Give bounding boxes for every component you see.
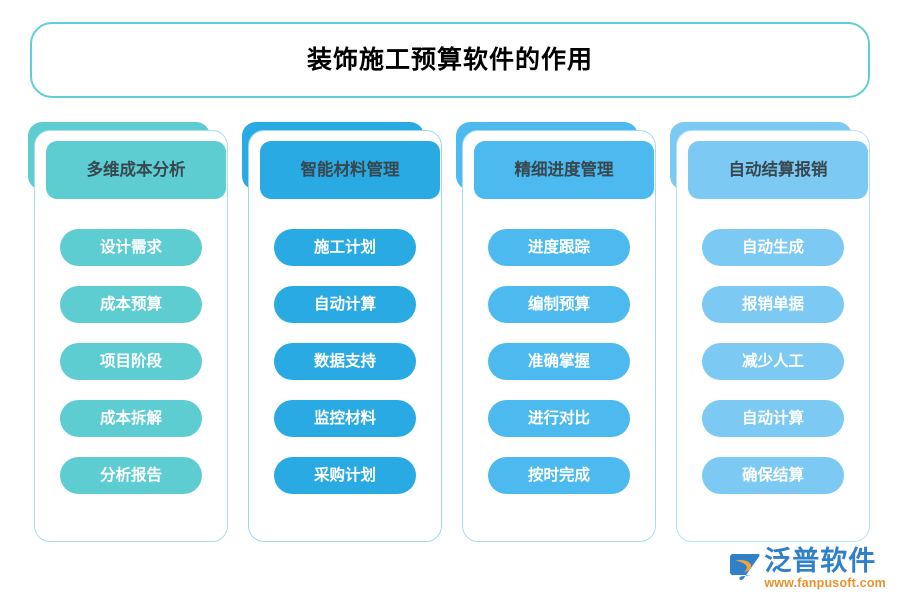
column-header[interactable]: 多维成本分析 [46, 141, 226, 199]
feature-item-pill[interactable]: 成本预算 [60, 286, 202, 323]
feature-item-pill[interactable]: 减少人工 [702, 343, 844, 380]
feature-column: 自动结算报销自动生成报销单据减少人工自动计算确保结算 [670, 122, 870, 542]
feature-item-pill[interactable]: 编制预算 [488, 286, 630, 323]
feature-item-label: 设计需求 [99, 238, 162, 256]
page-title: 装饰施工预算软件的作用 [306, 45, 593, 74]
column-header-label: 智能材料管理 [300, 160, 400, 179]
feature-item-pill[interactable]: 项目阶段 [60, 343, 202, 380]
feature-item-pill[interactable]: 自动计算 [274, 286, 416, 323]
feature-item-label: 监控材料 [313, 409, 376, 427]
feature-column: 智能材料管理施工计划自动计算数据支持监控材料采购计划 [242, 122, 442, 542]
feature-item-pill[interactable]: 分析报告 [60, 457, 202, 494]
feature-item-pill[interactable]: 确保结算 [702, 457, 844, 494]
feature-columns: 多维成本分析设计需求成本预算项目阶段成本拆解分析报告智能材料管理施工计划自动计算… [28, 122, 872, 542]
feature-item-label: 数据支持 [313, 352, 376, 370]
feature-item-label: 分析报告 [99, 466, 162, 484]
feature-item-pill[interactable]: 报销单据 [702, 286, 844, 323]
column-header-label: 多维成本分析 [86, 160, 186, 179]
logo-company-name: 泛普软件 [764, 546, 877, 577]
column-card: 多维成本分析设计需求成本预算项目阶段成本拆解分析报告 [34, 130, 228, 542]
feature-item-pill[interactable]: 进度跟踪 [488, 229, 630, 266]
feature-item-label: 确保结算 [741, 466, 804, 484]
column-header[interactable]: 自动结算报销 [688, 141, 868, 199]
feature-item-label: 进行对比 [527, 409, 590, 427]
brand-logo: 泛普软件 www.fanpusoft.com [727, 546, 886, 592]
column-item-list: 施工计划自动计算数据支持监控材料采购计划 [249, 229, 441, 494]
logo-text-block: 泛普软件 www.fanpusoft.com [764, 547, 886, 590]
column-header[interactable]: 精细进度管理 [474, 141, 654, 199]
feature-item-pill[interactable]: 成本拆解 [60, 400, 202, 437]
feature-item-label: 自动计算 [313, 295, 376, 313]
column-card: 智能材料管理施工计划自动计算数据支持监控材料采购计划 [248, 130, 442, 542]
logo-website-url: www.fanpusoft.com [764, 575, 886, 590]
feature-item-pill[interactable]: 自动计算 [702, 400, 844, 437]
feature-item-pill[interactable]: 准确掌握 [488, 343, 630, 380]
feature-item-label: 施工计划 [313, 238, 376, 256]
column-item-list: 进度跟踪编制预算准确掌握进行对比按时完成 [463, 229, 655, 494]
feature-item-label: 成本预算 [99, 295, 162, 313]
feature-item-label: 减少人工 [741, 352, 804, 370]
feature-item-pill[interactable]: 监控材料 [274, 400, 416, 437]
column-header-label: 精细进度管理 [514, 160, 614, 179]
feature-item-label: 自动生成 [741, 238, 804, 256]
feature-item-label: 采购计划 [313, 466, 376, 484]
feature-item-pill[interactable]: 进行对比 [488, 400, 630, 437]
feature-item-pill[interactable]: 数据支持 [274, 343, 416, 380]
column-card: 精细进度管理进度跟踪编制预算准确掌握进行对比按时完成 [462, 130, 656, 542]
feature-item-label: 准确掌握 [527, 352, 590, 370]
feature-item-label: 进度跟踪 [527, 238, 590, 256]
column-header-label: 自动结算报销 [728, 160, 828, 179]
feature-item-label: 项目阶段 [99, 352, 162, 370]
feature-column: 多维成本分析设计需求成本预算项目阶段成本拆解分析报告 [28, 122, 228, 542]
feature-item-label: 自动计算 [741, 409, 804, 427]
feature-item-pill[interactable]: 自动生成 [702, 229, 844, 266]
column-item-list: 设计需求成本预算项目阶段成本拆解分析报告 [35, 229, 227, 494]
column-card: 自动结算报销自动生成报销单据减少人工自动计算确保结算 [676, 130, 870, 542]
column-item-list: 自动生成报销单据减少人工自动计算确保结算 [677, 229, 869, 494]
feature-item-pill[interactable]: 按时完成 [488, 457, 630, 494]
feature-column: 精细进度管理进度跟踪编制预算准确掌握进行对比按时完成 [456, 122, 656, 542]
feature-item-label: 按时完成 [527, 466, 590, 484]
feature-item-pill[interactable]: 设计需求 [60, 229, 202, 266]
feature-item-pill[interactable]: 采购计划 [274, 457, 416, 494]
feature-item-label: 成本拆解 [99, 409, 162, 427]
feature-item-label: 报销单据 [741, 295, 804, 313]
feature-item-label: 编制预算 [527, 295, 590, 313]
column-header[interactable]: 智能材料管理 [260, 141, 440, 199]
feature-item-pill[interactable]: 施工计划 [274, 229, 416, 266]
page-title-banner: 装饰施工预算软件的作用 [30, 22, 870, 98]
fanpu-swoosh-logo-icon [730, 554, 760, 580]
